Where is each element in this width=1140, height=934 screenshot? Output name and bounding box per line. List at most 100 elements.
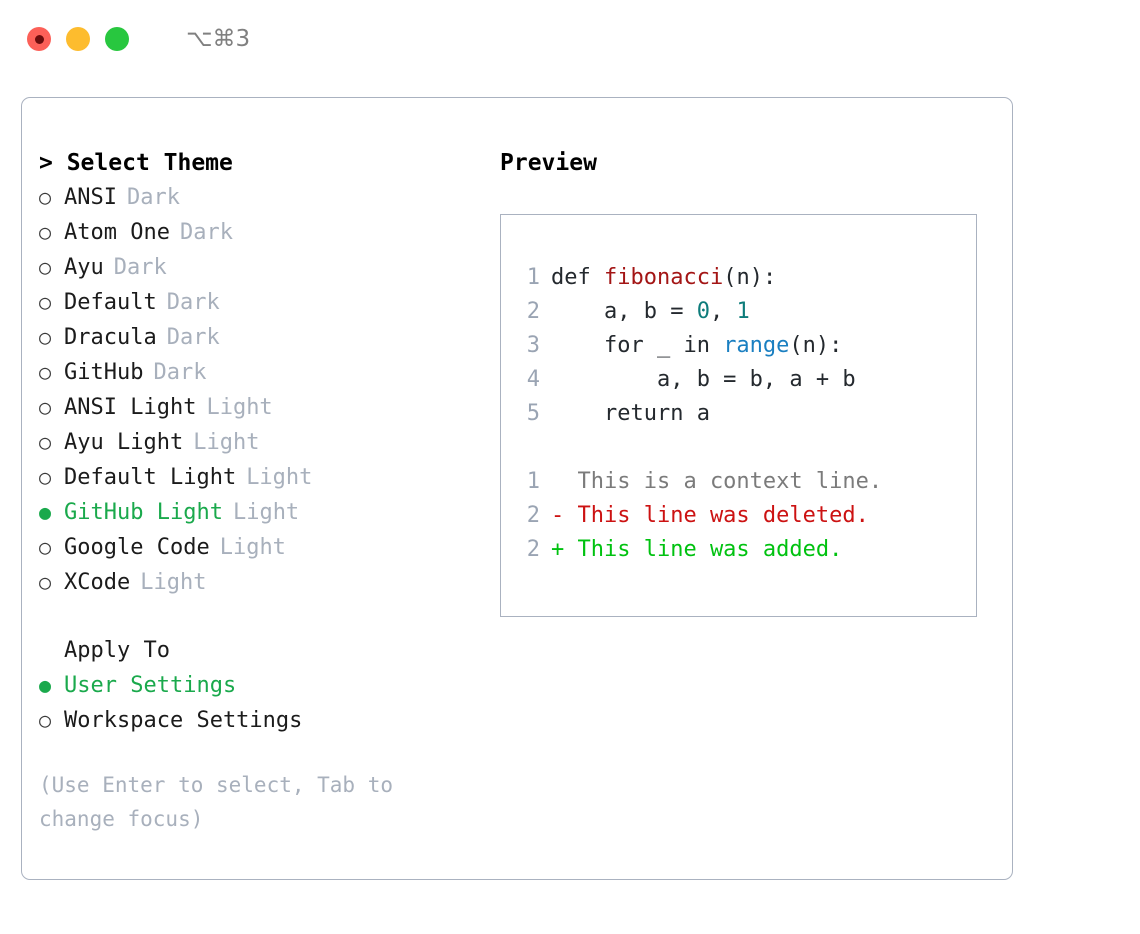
apply-to-list: ● User Settings ○ Workspace Settings <box>39 668 494 738</box>
theme-name: Ayu Light <box>64 430 184 455</box>
theme-list-item[interactable]: ○ Atom One Dark <box>39 215 494 250</box>
theme-variant-tag: Light <box>232 500 300 525</box>
theme-name: Default <box>64 290 157 315</box>
code-gap <box>514 431 968 465</box>
theme-variant-tag: Light <box>246 465 313 490</box>
keyboard-shortcut-label: ⌥⌘3 <box>186 26 251 52</box>
radio-selected-icon: ● <box>39 673 52 697</box>
theme-variant-tag: Dark <box>166 290 220 315</box>
code-text: for _ in range(n): <box>551 329 842 363</box>
maximize-window-button[interactable] <box>105 27 129 51</box>
theme-variant-tag: Dark <box>179 220 233 245</box>
apply-to-item[interactable]: ● User Settings <box>39 668 494 703</box>
radio-unselected-icon: ○ <box>39 570 52 594</box>
radio-unselected-icon: ○ <box>39 708 52 732</box>
theme-name: GitHub Light <box>64 500 223 525</box>
code-line: 2 a, b = 0, 1 <box>514 295 968 329</box>
radio-unselected-icon: ○ <box>39 535 52 559</box>
heading-text: Select Theme <box>66 150 233 176</box>
code-token: (n): <box>723 265 777 290</box>
code-token: range <box>723 333 790 358</box>
code-token: for _ in <box>551 333 724 358</box>
theme-list-item[interactable]: ○ XCode Light <box>39 565 494 600</box>
code-line: 3 for _ in range(n): <box>514 329 968 363</box>
line-number: 2 <box>526 537 540 562</box>
code-text: a, b = 0, 1 <box>551 295 750 329</box>
code-token: , <box>709 299 737 324</box>
traffic-lights <box>27 27 129 51</box>
radio-unselected-icon: ○ <box>39 395 52 419</box>
theme-variant-tag: Dark <box>126 185 180 210</box>
theme-list-item[interactable]: ○ Ayu Light Light <box>39 425 494 460</box>
theme-list-item[interactable]: ○ Dracula Dark <box>39 320 494 355</box>
radio-unselected-icon: ○ <box>39 220 52 244</box>
theme-variant-tag: Light <box>219 535 286 560</box>
theme-list-item[interactable]: ○ Default Light Light <box>39 460 494 495</box>
theme-variant-tag: Dark <box>153 360 207 385</box>
code-text: a, b = b, a + b <box>551 363 856 397</box>
line-number: 1 <box>526 469 540 494</box>
theme-name: XCode <box>64 570 131 595</box>
code-token: (n): <box>789 333 843 358</box>
theme-list-item[interactable]: ○ Default Dark <box>39 285 494 320</box>
line-number: 4 <box>526 367 540 392</box>
heading-caret: > <box>39 150 67 176</box>
line-number: 2 <box>526 503 540 528</box>
code-line: 1 def fibonacci(n): <box>514 261 968 295</box>
radio-unselected-icon: ○ <box>39 465 52 489</box>
radio-unselected-icon: ○ <box>39 360 52 384</box>
diff-text: + This line was added. <box>551 537 843 562</box>
diff-line: 1 This is a context line. <box>514 465 968 499</box>
diff-lines: 1 This is a context line. 2 - This line wa… <box>514 465 968 567</box>
theme-name: Ayu <box>64 255 104 280</box>
theme-name: Default Light <box>64 465 237 490</box>
line-number: 1 <box>526 265 540 290</box>
apply-to-label: Workspace Settings <box>64 708 303 733</box>
diff-text: - This line was deleted. <box>551 503 869 528</box>
theme-name: Google Code <box>64 535 210 560</box>
minimize-window-button[interactable] <box>66 27 90 51</box>
radio-unselected-icon: ○ <box>39 255 52 279</box>
code-token: a, b = b, a + b <box>551 367 856 392</box>
theme-variant-tag: Light <box>206 395 273 420</box>
theme-variant-tag: Light <box>193 430 260 455</box>
line-number: 3 <box>526 333 540 358</box>
apply-to-item[interactable]: ○ Workspace Settings <box>39 703 494 738</box>
theme-name: Atom One <box>64 220 170 245</box>
theme-list-item[interactable]: ○ Google Code Light <box>39 530 494 565</box>
code-line: 5 return a <box>514 397 968 431</box>
apply-to-label: User Settings <box>64 673 237 698</box>
code-text: return a <box>551 397 710 431</box>
radio-unselected-icon: ○ <box>39 290 52 314</box>
diff-line: 2 + This line was added. <box>514 533 968 567</box>
keyboard-hint: (Use Enter to select, Tab to change focu… <box>39 773 394 831</box>
theme-variant-tag: Dark <box>166 325 220 350</box>
code-token: a, b = <box>551 299 697 324</box>
code-token: 1 <box>736 299 750 324</box>
theme-variant-tag: Light <box>140 570 207 595</box>
theme-list-item[interactable]: ○ Ayu Dark <box>39 250 494 285</box>
theme-list-item[interactable]: ○ ANSI Light Light <box>39 390 494 425</box>
close-window-button[interactable] <box>27 27 51 51</box>
radio-unselected-icon: ○ <box>39 325 52 349</box>
theme-name: ANSI Light <box>64 395 197 420</box>
theme-name: Dracula <box>64 325 157 350</box>
radio-unselected-icon: ○ <box>39 430 52 454</box>
theme-name: ANSI <box>64 185 117 210</box>
theme-variant-tag: Dark <box>113 255 167 280</box>
code-text: def fibonacci(n): <box>551 261 776 295</box>
window-titlebar: ⌥⌘3 <box>0 0 1140 78</box>
code-line: 4 a, b = b, a + b <box>514 363 968 397</box>
select-theme-heading: > Select Theme <box>39 146 494 180</box>
preview-heading: Preview <box>500 150 597 176</box>
